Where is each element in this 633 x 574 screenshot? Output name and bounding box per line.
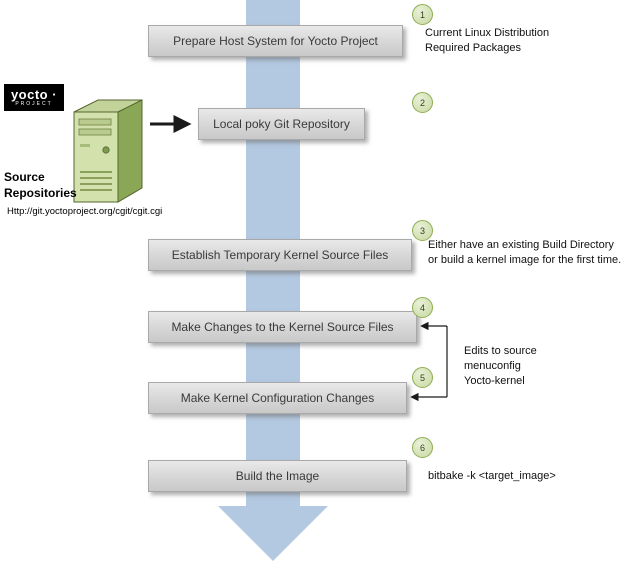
source-repositories-label: Source Repositories	[4, 170, 77, 200]
step-label: Make Changes to the Kernel Source Files	[171, 320, 394, 334]
server-icon	[73, 99, 143, 203]
step-number-text: 1	[419, 9, 425, 20]
step-number-text: 2	[419, 97, 425, 108]
step-label: Make Kernel Configuration Changes	[180, 391, 375, 405]
annotation-step1: Current Linux Distribution Required Pack…	[425, 27, 550, 54]
flow-arrow-head	[218, 506, 328, 561]
step-label: Build the Image	[235, 469, 320, 483]
step-box-local-poky: Local poky Git Repository	[198, 108, 365, 140]
step-number-3: 3	[412, 220, 433, 241]
step-number-5: 5	[412, 367, 433, 388]
step-number-text: 4	[419, 302, 425, 313]
step-number-text: 3	[419, 225, 425, 236]
yocto-logo-project: PROJECT	[15, 100, 53, 107]
step-box-build-image: Build the Image	[148, 460, 407, 492]
step-box-make-changes: Make Changes to the Kernel Source Files	[148, 311, 417, 343]
step-label: Local poky Git Repository	[213, 117, 350, 131]
step-number-1: 1	[412, 4, 433, 25]
step-number-4: 4	[412, 297, 433, 318]
step-label: Prepare Host System for Yocto Project	[173, 34, 378, 48]
annotation-step4-5: Edits to source menuconfig Yocto-kernel	[464, 345, 537, 387]
step-label: Establish Temporary Kernel Source Files	[171, 248, 389, 262]
source-repositories-url: Http://git.yoctoproject.org/cgit/cgit.cg…	[7, 206, 163, 217]
yocto-logo: yocto · PROJECT	[4, 84, 64, 111]
yocto-logo-word: yocto ·	[10, 86, 58, 102]
annotation-step3: Either have an existing Build Directory …	[428, 239, 622, 266]
step-number-text: 5	[419, 372, 425, 383]
step-number-text: 6	[419, 442, 425, 453]
step-box-prepare-host: Prepare Host System for Yocto Project	[148, 25, 403, 57]
step-box-kernel-config: Make Kernel Configuration Changes	[148, 382, 407, 414]
annotation-step6: bitbake -k <target_image>	[428, 470, 556, 482]
step-number-2: 2	[412, 92, 433, 113]
step-number-6: 6	[412, 437, 433, 458]
step-box-establish-kernel-sources: Establish Temporary Kernel Source Files	[148, 239, 412, 271]
